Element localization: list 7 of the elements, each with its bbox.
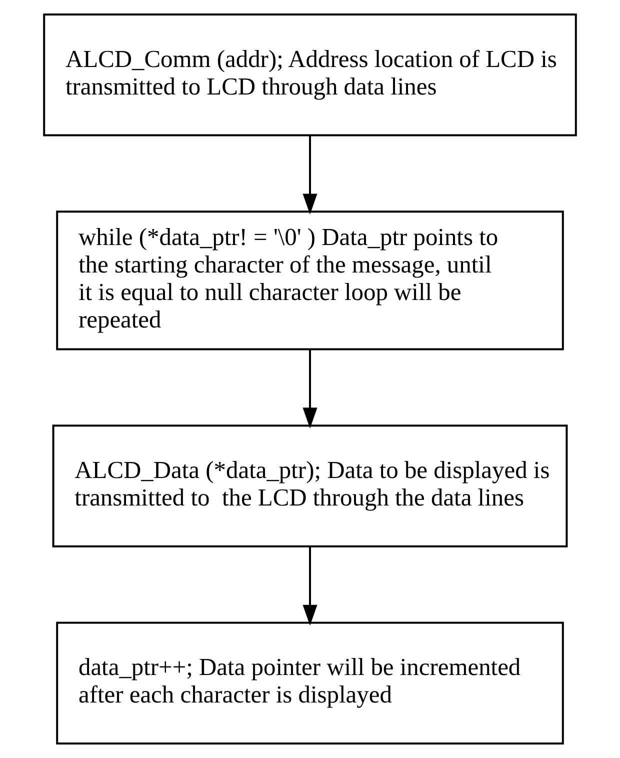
node-box: ALCD_Comm (addr); Address location of LCD is transmitted to LCD through data lines xyxy=(43,14,577,136)
node-box: ALCD_Data (*data_ptr); Data to be displayed is transmitted to the LCD through the data lines xyxy=(52,424,568,548)
arrow xyxy=(302,546,318,626)
node-box: while (*data_ptr! = '\0' ) Data_ptr points to the starting character of the message, until it is equal to null character loop will be repeated xyxy=(56,210,564,350)
arrow xyxy=(302,136,318,215)
node-box: data_ptr++; Data pointer will be incremented after each character is displayed xyxy=(56,622,564,744)
arrow xyxy=(302,349,318,428)
